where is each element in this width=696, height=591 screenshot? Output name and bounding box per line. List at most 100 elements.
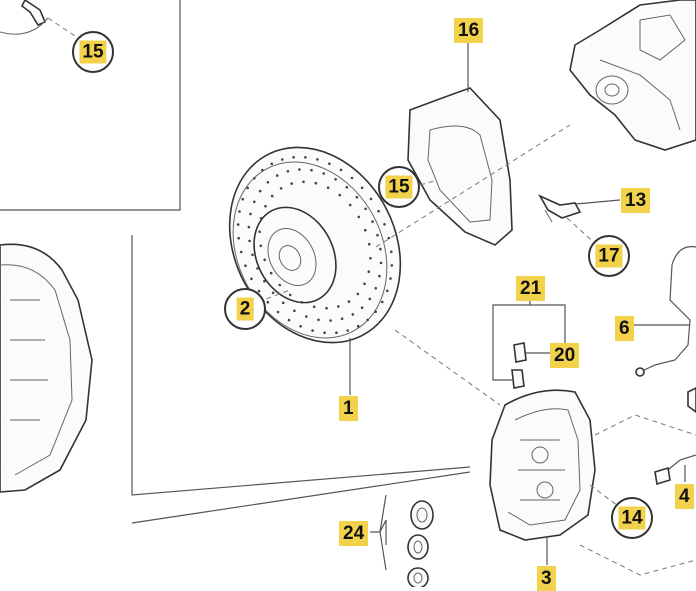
caliper-left-fragment [0, 243, 93, 493]
callout-4[interactable]: 4 [675, 484, 694, 509]
frame-lines [0, 0, 471, 524]
drill-hole [275, 174, 279, 177]
drill-hole [298, 168, 301, 171]
drill-hole [269, 271, 273, 275]
drill-hole [369, 197, 373, 201]
drill-hole [386, 289, 389, 293]
drill-hole [263, 279, 266, 283]
callout-15-shield[interactable]: 15 [378, 166, 420, 208]
drill-hole [363, 282, 366, 286]
callout-2[interactable]: 2 [224, 288, 266, 330]
callout-16[interactable]: 16 [454, 18, 484, 43]
disc-shield [407, 87, 513, 246]
drill-hole [270, 194, 274, 198]
drill-hole [259, 217, 263, 220]
drill-hole [383, 223, 386, 226]
drill-hole [239, 250, 243, 254]
drill-hole [257, 289, 261, 293]
drill-hole [259, 244, 263, 248]
callout-24[interactable]: 24 [339, 521, 369, 546]
callout-15-top[interactable]: 15 [72, 31, 114, 73]
drill-hole [360, 186, 364, 190]
drill-hole [238, 210, 241, 213]
drill-hole [389, 277, 392, 280]
drill-hole [271, 291, 275, 295]
drill-hole [236, 223, 240, 226]
drill-hole [312, 305, 316, 309]
steering-knuckle [569, 0, 696, 151]
drill-hole [258, 230, 261, 233]
drill-hole [290, 182, 294, 185]
drill-hole [281, 301, 285, 305]
drill-hole [305, 315, 308, 318]
drill-hole [261, 168, 264, 172]
drill-hole [329, 319, 332, 322]
drill-hole [340, 317, 344, 321]
drill-hole [348, 203, 352, 207]
brake-disc [228, 146, 402, 344]
drill-hole [334, 178, 337, 181]
drill-hole [381, 300, 384, 304]
drill-hole [270, 162, 274, 166]
drill-hole [241, 197, 244, 201]
callout-13[interactable]: 13 [621, 188, 651, 213]
drill-hole [253, 200, 256, 204]
drill-hole [345, 185, 349, 189]
drill-hole [292, 156, 295, 159]
drill-hole [390, 250, 393, 254]
callout-21[interactable]: 21 [516, 276, 546, 301]
callout-14[interactable]: 14 [611, 497, 653, 539]
bleed-fittings [511, 342, 527, 389]
drill-hole [328, 162, 331, 165]
callout-20[interactable]: 20 [550, 343, 580, 368]
callout-17-label: 17 [595, 244, 623, 268]
sensor-cable [635, 246, 696, 413]
drill-hole [258, 189, 262, 193]
disc-drill-holes [236, 156, 394, 335]
callout-15-top-label: 15 [79, 40, 107, 64]
brake-caliper [489, 389, 596, 541]
callout-6[interactable]: 6 [615, 316, 634, 341]
drill-hole [237, 236, 240, 240]
pad-wear-sensor [654, 454, 696, 486]
drill-hole [316, 158, 319, 161]
drill-hole [246, 186, 249, 190]
drill-hole [377, 209, 380, 213]
drill-hole [387, 236, 391, 240]
callout-1[interactable]: 1 [339, 396, 358, 421]
drill-hole [266, 181, 270, 184]
drill-hole [250, 277, 253, 281]
callout-17[interactable]: 17 [588, 235, 630, 277]
drill-hole [287, 318, 291, 322]
drill-hole [244, 264, 247, 268]
drill-hole [288, 293, 292, 297]
drill-hole [357, 215, 361, 219]
drill-hole [323, 331, 326, 335]
drill-hole [325, 306, 328, 310]
drill-hole [366, 318, 369, 322]
drill-hole [355, 195, 359, 199]
drill-hole [276, 310, 280, 314]
drill-hole [379, 247, 382, 251]
drill-hole [263, 258, 267, 262]
drill-hole [335, 331, 338, 335]
callout-3[interactable]: 3 [537, 566, 556, 591]
sensor-bracket-top-left [0, 0, 79, 39]
drill-hole [369, 257, 372, 260]
leader-lines [349, 42, 690, 571]
drill-hole [356, 324, 360, 328]
drill-hole [390, 264, 394, 267]
drill-hole [364, 228, 367, 232]
drill-hole [368, 297, 372, 301]
drill-hole [322, 172, 326, 175]
callout-14-label: 14 [618, 506, 646, 530]
drill-hole [249, 212, 252, 216]
drill-hole [251, 253, 254, 257]
drill-hole [379, 261, 383, 265]
drill-hole [299, 325, 302, 328]
drill-hole [326, 186, 330, 189]
drill-hole [264, 204, 267, 208]
drill-hole [300, 301, 304, 304]
drill-hole [278, 283, 282, 287]
